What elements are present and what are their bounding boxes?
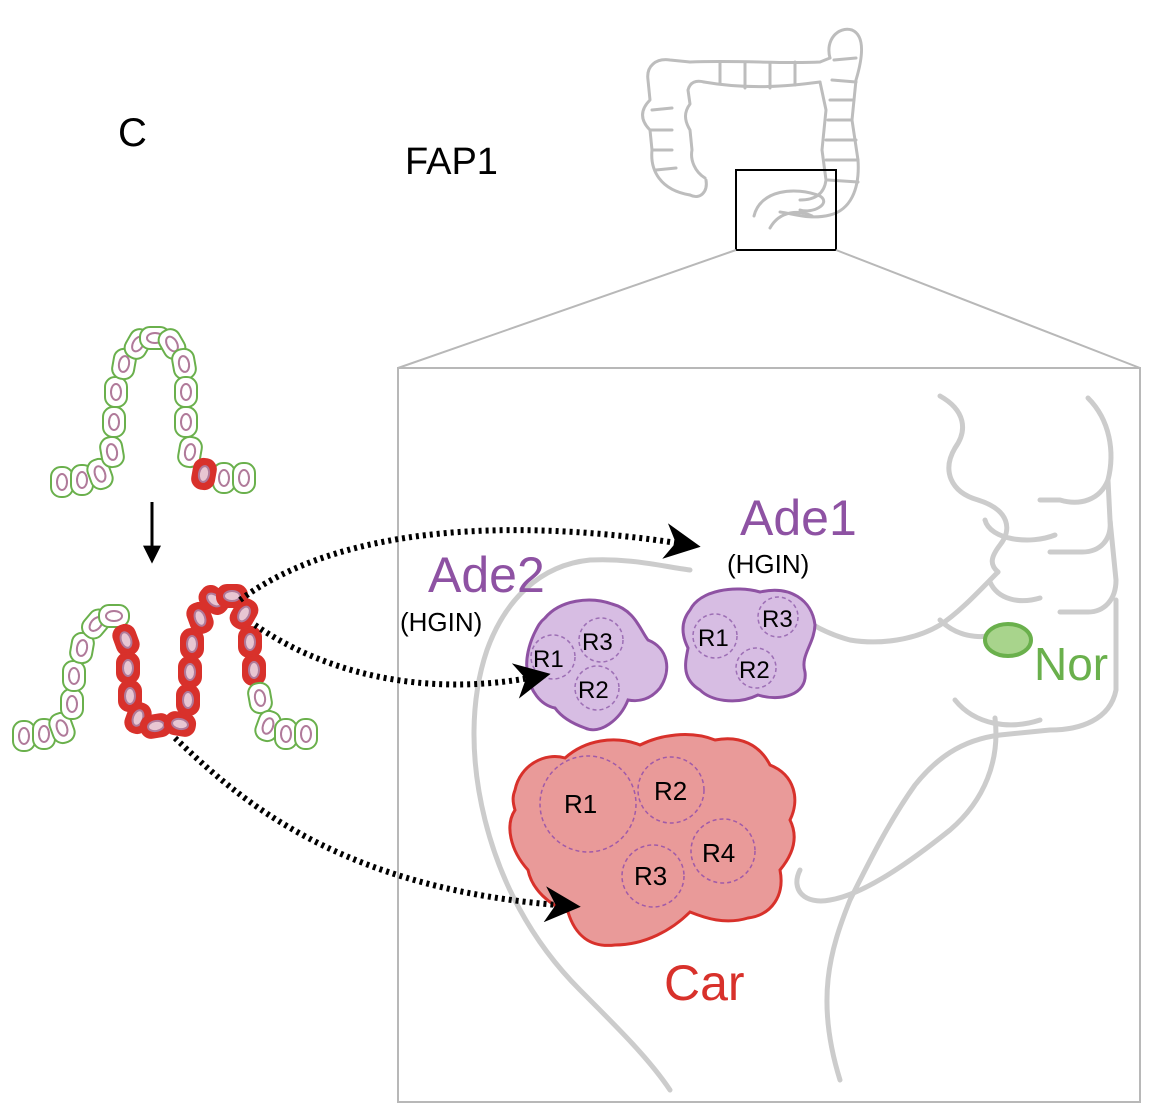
tumor-cell bbox=[178, 656, 202, 688]
car-region-r2 bbox=[637, 756, 705, 824]
normal-cell bbox=[12, 720, 36, 752]
tumor-cell bbox=[180, 628, 204, 660]
car-region-r1 bbox=[539, 755, 637, 853]
panel-letter: C bbox=[118, 111, 147, 155]
arrow-to-ade1 bbox=[238, 523, 701, 603]
normal-cell bbox=[62, 660, 86, 692]
normal-cell bbox=[174, 406, 198, 438]
normal-cell bbox=[98, 604, 130, 628]
carcinoma-lesion bbox=[508, 733, 797, 947]
ade1-region-r3 bbox=[757, 596, 799, 638]
adenoma-2: R1 R3 R2 bbox=[525, 598, 669, 732]
tumor-cell bbox=[238, 626, 262, 658]
arrow-to-ade2 bbox=[253, 622, 551, 699]
normal-cell bbox=[48, 711, 76, 745]
car-region-r3 bbox=[621, 844, 685, 908]
tumor-cell bbox=[116, 652, 140, 684]
ade1-region-r1 bbox=[692, 613, 738, 659]
tumor-cell bbox=[229, 598, 259, 630]
tumor-cell bbox=[186, 601, 214, 635]
tumor-cell bbox=[176, 684, 200, 716]
adenoma-1-lesion bbox=[681, 587, 817, 703]
arrow-to-car bbox=[172, 735, 581, 923]
ade2-grade: (HGIN) bbox=[400, 607, 482, 637]
normal-cell bbox=[174, 376, 198, 408]
normal-cell bbox=[171, 347, 197, 381]
sampling-arrows bbox=[172, 523, 701, 923]
normal-label: Nor bbox=[1034, 638, 1108, 690]
car-r3-label: R3 bbox=[634, 861, 667, 891]
carcinoma-label: Car bbox=[664, 955, 745, 1011]
tumor-crypt bbox=[12, 584, 318, 752]
adenoma-2-lesion bbox=[525, 598, 669, 732]
carcinoma: R1 R2 R4 R3 bbox=[508, 733, 797, 947]
ade2-r3-label: R3 bbox=[582, 629, 613, 656]
ade2-label: Ade2 bbox=[428, 547, 545, 603]
car-r4-label: R4 bbox=[702, 838, 735, 868]
ade2-r2-label: R2 bbox=[578, 677, 609, 704]
patient-label: FAP1 bbox=[405, 141, 498, 183]
ade1-label: Ade1 bbox=[740, 490, 857, 546]
normal-cell bbox=[232, 462, 256, 494]
ade2-region-r3 bbox=[578, 617, 624, 663]
zoom-region-box bbox=[735, 169, 837, 251]
normal-cell bbox=[50, 466, 74, 498]
enlarged-view-box bbox=[397, 367, 1141, 1103]
colon-icon bbox=[641, 27, 863, 230]
normal-crypt bbox=[50, 326, 256, 498]
normal-cell bbox=[177, 435, 203, 469]
ade2-region-r2 bbox=[574, 665, 620, 711]
tumor-cell bbox=[242, 654, 266, 686]
ade1-r2-label: R2 bbox=[739, 657, 770, 684]
ade1-r1-label: R1 bbox=[698, 625, 729, 652]
normal-cell bbox=[294, 718, 318, 750]
ade1-region-r2 bbox=[735, 647, 777, 689]
normal-cell bbox=[274, 718, 298, 750]
zoom-projection-lines bbox=[397, 249, 1141, 369]
car-r2-label: R2 bbox=[654, 776, 687, 806]
ade1-r3-label: R3 bbox=[762, 606, 793, 633]
tumor-cell bbox=[112, 623, 140, 657]
normal-sample bbox=[983, 622, 1033, 658]
normal-cell bbox=[247, 681, 273, 715]
tumor-cell bbox=[139, 713, 173, 739]
normal-cell bbox=[102, 406, 126, 438]
ade1-grade: (HGIN) bbox=[727, 549, 809, 579]
ade2-region-r1 bbox=[530, 634, 576, 680]
tumor-cell bbox=[191, 457, 217, 491]
adenoma-1: R1 R3 R2 bbox=[681, 587, 817, 703]
enlarged-colon-outline bbox=[471, 393, 1119, 1093]
car-r1-label: R1 bbox=[564, 789, 597, 819]
normal-cell bbox=[86, 457, 114, 491]
normal-cell bbox=[60, 688, 84, 720]
car-region-r4 bbox=[690, 818, 756, 884]
normal-cell bbox=[104, 376, 128, 408]
ade2-r1-label: R1 bbox=[533, 646, 564, 673]
